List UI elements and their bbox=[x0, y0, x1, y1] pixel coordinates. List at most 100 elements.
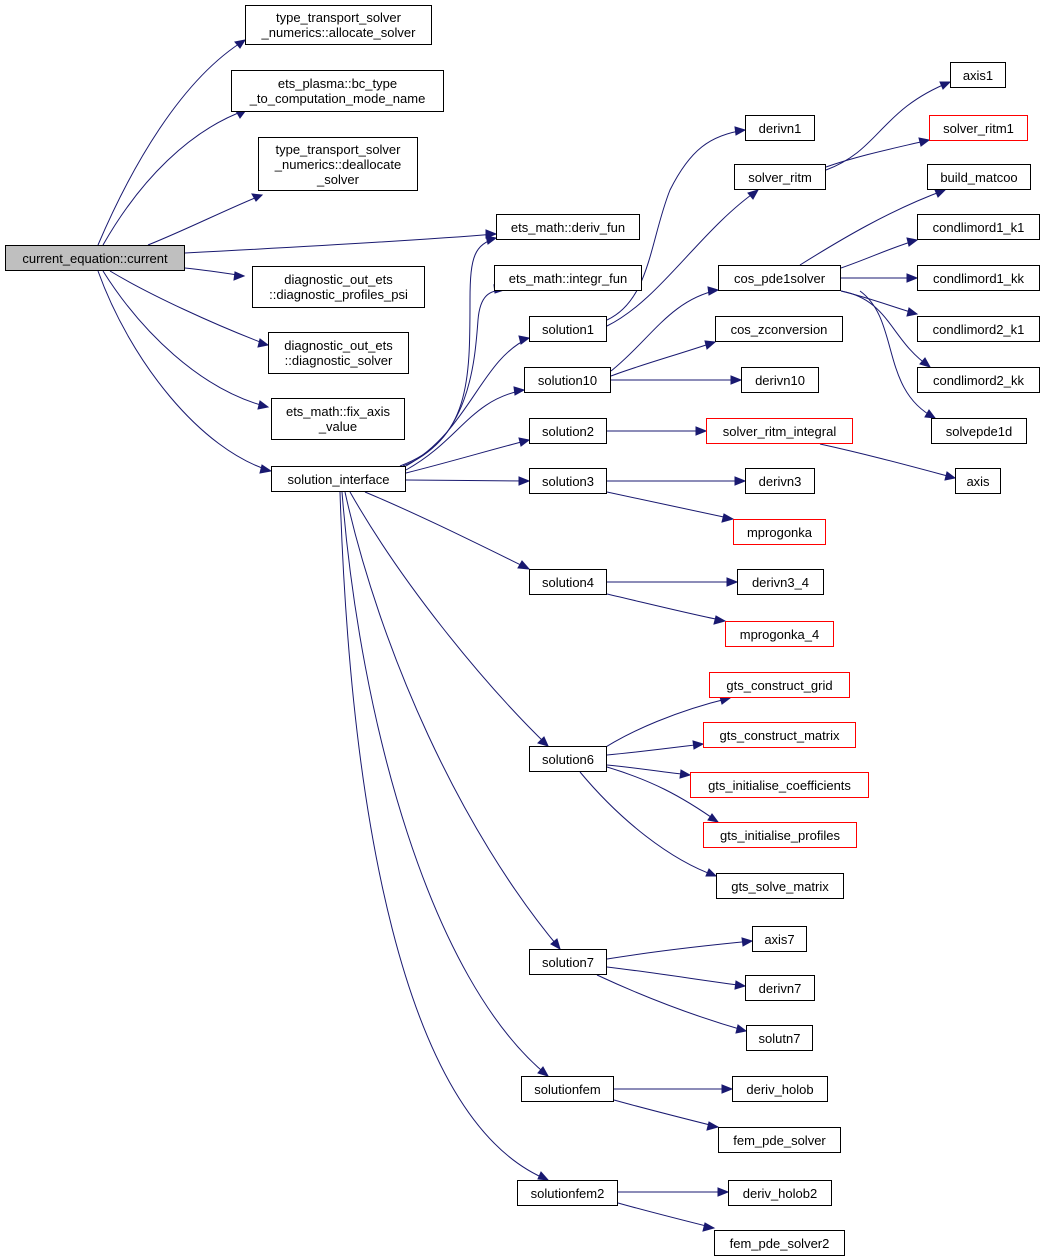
node-solution7[interactable]: solution7 bbox=[529, 949, 607, 975]
edge-solution10-to-cos_pde1solver bbox=[610, 286, 720, 372]
node-mprogonka-4[interactable]: mprogonka_4 bbox=[725, 621, 834, 647]
node-integr-fun[interactable]: ets_math::integr_fun bbox=[494, 265, 642, 291]
node-deriv-holob2[interactable]: deriv_holob2 bbox=[728, 1180, 832, 1206]
node-fem-pde-solver2[interactable]: fem_pde_solver2 bbox=[714, 1230, 845, 1256]
arrowhead-icon bbox=[679, 769, 692, 779]
node-gts-initialise-profiles[interactable]: gts_initialise_profiles bbox=[703, 822, 857, 848]
arrowhead-icon bbox=[918, 137, 931, 147]
node-cos-zconversion[interactable]: cos_zconversion bbox=[715, 316, 843, 342]
node-gts-construct-grid[interactable]: gts_construct_grid bbox=[709, 672, 850, 698]
arrowhead-icon bbox=[259, 464, 273, 474]
node-gts-construct-matrix[interactable]: gts_construct_matrix bbox=[703, 722, 856, 748]
node-axis1[interactable]: axis1 bbox=[950, 62, 1006, 88]
node-solutionfem2[interactable]: solutionfem2 bbox=[517, 1180, 618, 1206]
node-label: ets_math::fix_axis _value bbox=[285, 404, 391, 434]
edge-line bbox=[610, 341, 716, 377]
arrowhead-icon bbox=[726, 577, 739, 587]
edge-line bbox=[405, 337, 530, 467]
edge-solution7-to-derivn7 bbox=[606, 966, 747, 990]
arrowhead-icon bbox=[513, 386, 526, 396]
node-label: fem_pde_solver bbox=[733, 1132, 826, 1148]
node-solver-ritm1[interactable]: solver_ritm1 bbox=[929, 115, 1028, 141]
node-label: solvepde1d bbox=[945, 423, 1013, 439]
arrowhead-icon bbox=[702, 1222, 716, 1232]
node-solution3[interactable]: solution3 bbox=[529, 468, 607, 494]
arrowhead-icon bbox=[721, 513, 735, 523]
edge-cos_pde1solver-to-build_matcoo bbox=[799, 189, 947, 266]
node-bc-type[interactable]: ets_plasma::bc_type _to_computation_mode… bbox=[231, 70, 444, 112]
edge-solution6-to-gts_solve_matrix bbox=[579, 771, 718, 877]
edge-solution1-to-solver_ritm bbox=[606, 189, 760, 327]
node-derivn10[interactable]: derivn10 bbox=[741, 367, 819, 393]
arrowhead-icon bbox=[518, 437, 531, 447]
node-solution6[interactable]: solution6 bbox=[529, 746, 607, 772]
node-solution10[interactable]: solution10 bbox=[524, 367, 611, 393]
node-deallocate-solver[interactable]: type_transport_solver _numerics::dealloc… bbox=[258, 137, 418, 191]
node-build-matcoo[interactable]: build_matcoo bbox=[927, 164, 1031, 190]
node-solution1[interactable]: solution1 bbox=[529, 316, 607, 342]
node-gts-solve-matrix[interactable]: gts_solve_matrix bbox=[716, 873, 844, 899]
node-solution-interface[interactable]: solution_interface bbox=[271, 466, 406, 492]
edge-solution6-to-gts_initialise_profiles bbox=[606, 766, 720, 823]
node-solutn7[interactable]: solutn7 bbox=[746, 1025, 813, 1051]
edge-line bbox=[606, 764, 691, 776]
edge-line bbox=[825, 139, 930, 168]
node-label: solution2 bbox=[541, 423, 595, 439]
node-allocate-solver[interactable]: type_transport_solver _numerics::allocat… bbox=[245, 5, 432, 45]
node-condlimord1-kk[interactable]: condlimord1_kk bbox=[917, 265, 1040, 291]
edge-solution6-to-gts_construct_matrix bbox=[606, 740, 705, 756]
node-solver-ritm-integral[interactable]: solver_ritm_integral bbox=[706, 418, 853, 444]
arrowhead-icon bbox=[517, 560, 531, 570]
arrowhead-icon bbox=[934, 189, 947, 198]
node-label: deriv_holob bbox=[746, 1081, 814, 1097]
edge-line bbox=[606, 491, 734, 520]
arrowhead-icon bbox=[257, 338, 270, 348]
node-derivn3[interactable]: derivn3 bbox=[745, 468, 815, 494]
node-fix-axis[interactable]: ets_math::fix_axis _value bbox=[271, 398, 405, 440]
edge-solution4-to-mprogonka_4 bbox=[606, 593, 727, 625]
node-fem-pde-solver[interactable]: fem_pde_solver bbox=[718, 1127, 841, 1153]
node-diag-profiles[interactable]: diagnostic_out_ets ::diagnostic_profiles… bbox=[252, 266, 425, 308]
edge-solution10-to-derivn10 bbox=[611, 375, 743, 385]
node-deriv-fun[interactable]: ets_math::deriv_fun bbox=[496, 214, 640, 240]
arrowhead-icon bbox=[906, 273, 919, 283]
arrowhead-icon bbox=[234, 39, 247, 49]
arrowhead-icon bbox=[695, 426, 708, 436]
node-solutionfem[interactable]: solutionfem bbox=[521, 1076, 614, 1102]
node-mprogonka[interactable]: mprogonka bbox=[733, 519, 826, 545]
arrowhead-icon bbox=[233, 271, 246, 281]
edge-line bbox=[606, 940, 753, 960]
node-condlimord2-k1[interactable]: condlimord2_k1 bbox=[917, 316, 1040, 342]
edge-solution_interface-to-solution7 bbox=[344, 491, 561, 951]
node-solution2[interactable]: solution2 bbox=[529, 418, 607, 444]
edge-line bbox=[344, 491, 561, 950]
node-root[interactable]: current_equation::current bbox=[5, 245, 185, 271]
node-derivn1[interactable]: derivn1 bbox=[745, 115, 815, 141]
edge-line bbox=[364, 491, 530, 570]
node-condlimord2-kk[interactable]: condlimord2_kk bbox=[917, 367, 1040, 393]
arrowhead-icon bbox=[939, 81, 952, 90]
node-solvepde1d[interactable]: solvepde1d bbox=[931, 418, 1027, 444]
node-gts-initialise-coefficients[interactable]: gts_initialise_coefficients bbox=[690, 772, 869, 798]
edge-solution_interface-to-solution6 bbox=[349, 491, 549, 747]
arrowhead-icon bbox=[906, 307, 919, 317]
node-cos-pde1solver[interactable]: cos_pde1solver bbox=[718, 265, 841, 291]
node-label: gts_initialise_profiles bbox=[720, 827, 840, 843]
node-label: current_equation::current bbox=[22, 250, 168, 266]
node-derivn7[interactable]: derivn7 bbox=[745, 975, 815, 1001]
node-derivn3-4[interactable]: derivn3_4 bbox=[737, 569, 824, 595]
node-diag-solver[interactable]: diagnostic_out_ets ::diagnostic_solver bbox=[268, 332, 409, 374]
node-axis7[interactable]: axis7 bbox=[752, 926, 807, 952]
arrowhead-icon bbox=[518, 335, 531, 345]
node-condlimord1-k1[interactable]: condlimord1_k1 bbox=[917, 214, 1040, 240]
node-solver-ritm[interactable]: solver_ritm bbox=[734, 164, 826, 190]
edge-solution3-to-mprogonka bbox=[606, 491, 735, 523]
edge-solution_interface-to-integr_fun bbox=[402, 284, 506, 467]
node-axis[interactable]: axis bbox=[955, 468, 1001, 494]
node-deriv-holob[interactable]: deriv_holob bbox=[732, 1076, 828, 1102]
node-solution4[interactable]: solution4 bbox=[529, 569, 607, 595]
arrowhead-icon bbox=[906, 237, 919, 247]
arrowhead-icon bbox=[713, 615, 727, 625]
node-label: ets_math::deriv_fun bbox=[510, 219, 626, 235]
